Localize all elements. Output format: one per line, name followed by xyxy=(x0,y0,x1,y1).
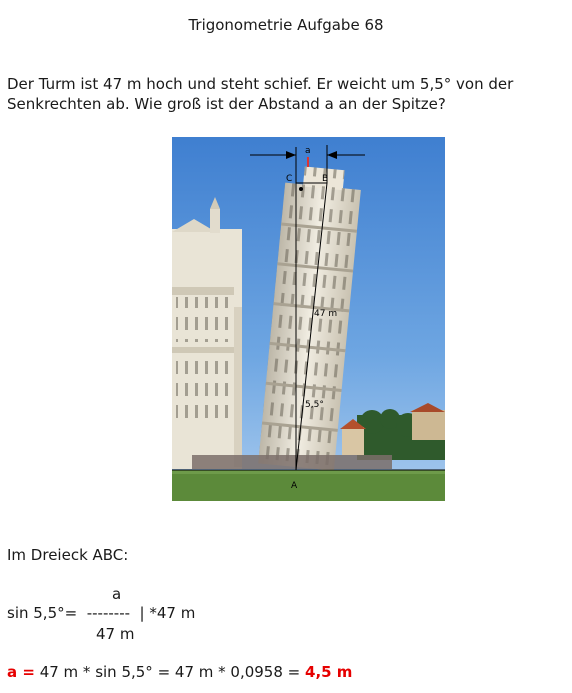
cathedral xyxy=(172,197,242,469)
triangle-label: Im Dreieck ABC: xyxy=(7,546,129,564)
fraction-denominator: 47 m xyxy=(96,625,135,643)
figure-label-a: a xyxy=(305,146,311,156)
problem-text: Der Turm ist 47 m hoch und steht schief.… xyxy=(7,75,514,113)
grass xyxy=(172,470,445,501)
tower-figure: a C B 47 m 5,5° A xyxy=(172,137,445,501)
sine-equation: sin 5,5°= -------- | *47 m xyxy=(7,604,196,622)
page-title: Trigonometrie Aufgabe 68 xyxy=(188,16,384,34)
result-prefix: a = xyxy=(7,663,35,681)
result-value: 4,5 m xyxy=(305,663,353,681)
figure-label-angle: 5,5° xyxy=(305,400,324,410)
fraction-numerator: a xyxy=(112,585,122,603)
result-line: a = 47 m * sin 5,5° = 47 m * 0,0958 = 4,… xyxy=(7,663,352,681)
result-calculation: 47 m * sin 5,5° = 47 m * 0,0958 = xyxy=(34,663,306,681)
figure-label-B: B xyxy=(322,174,328,184)
figure-label-C: C xyxy=(286,174,292,184)
figure-label-A: A xyxy=(291,481,298,491)
figure-label-height: 47 m xyxy=(314,309,337,319)
